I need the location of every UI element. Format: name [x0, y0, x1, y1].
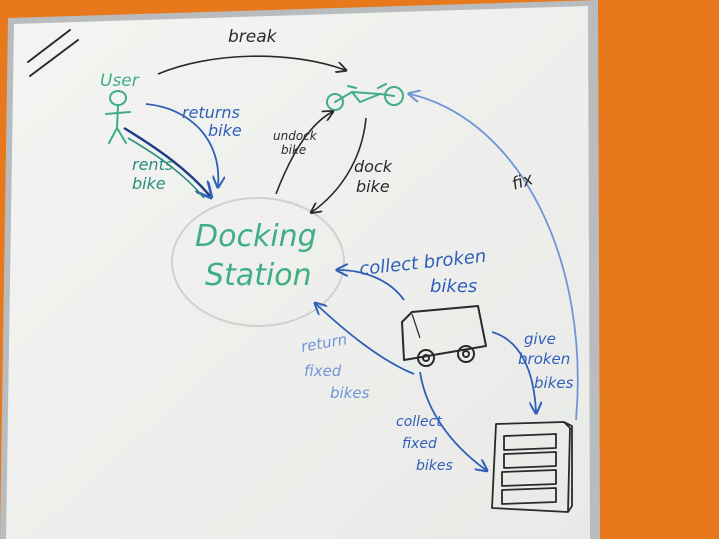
- docking-station-label-line2: Station: [205, 258, 312, 293]
- return-fixed-bikes-label-line2: fixed: [304, 362, 342, 380]
- undock-bike-label-line1: undock: [273, 129, 318, 143]
- rents-bike-arrow-teal: [127, 137, 205, 199]
- docking-station-label-line1: Docking: [195, 219, 317, 254]
- whiteboard-surface: [6, 6, 590, 539]
- docking-station-circle: [171, 197, 345, 327]
- returns-bike-label-line2: bike: [208, 121, 242, 140]
- collect-broken-bikes-arrow: [338, 270, 405, 301]
- give-broken-bikes-arrow: [491, 331, 536, 412]
- user-stick-figure-icon: [105, 90, 131, 144]
- return-fixed-bikes-arrow: [316, 304, 415, 375]
- break-label: break: [228, 27, 278, 47]
- returns-bike-label-line1: returns: [182, 103, 240, 122]
- dock-bike-arrow: [312, 117, 367, 212]
- collect-fixed-bikes-label-line2: fixed: [402, 436, 437, 452]
- return-fixed-bikes-label-line3: bikes: [330, 384, 370, 402]
- collect-broken-bikes-label-line2: bikes: [430, 276, 477, 297]
- rents-bike-label-line2: bike: [132, 174, 166, 193]
- dock-bike-label-line2: bike: [356, 177, 390, 196]
- give-broken-bikes-label-line1: give: [524, 330, 556, 348]
- van-icon: [401, 305, 487, 367]
- rents-bike-arrow: [123, 126, 210, 196]
- collect-fixed-bikes-arrow: [419, 371, 486, 470]
- give-broken-bikes-label-line2: broken: [518, 350, 570, 368]
- corner-scribble: [27, 29, 79, 77]
- rents-bike-label-line1: rents: [132, 155, 173, 174]
- give-broken-bikes-label-line3: bikes: [534, 374, 574, 392]
- collect-fixed-bikes-label-line1: collect: [396, 414, 442, 430]
- workshop-cabinet-icon: [491, 421, 573, 513]
- undock-bike-arrow: [275, 112, 332, 195]
- fix-arrow: [410, 94, 579, 421]
- dock-bike-label-line1: dock: [354, 157, 393, 176]
- user-label: User: [100, 71, 140, 91]
- undock-bike-label-line2: bike: [281, 143, 306, 157]
- break-arrow: [157, 55, 345, 75]
- returns-bike-arrow: [145, 103, 218, 186]
- collect-fixed-bikes-label-line3: bikes: [416, 458, 453, 474]
